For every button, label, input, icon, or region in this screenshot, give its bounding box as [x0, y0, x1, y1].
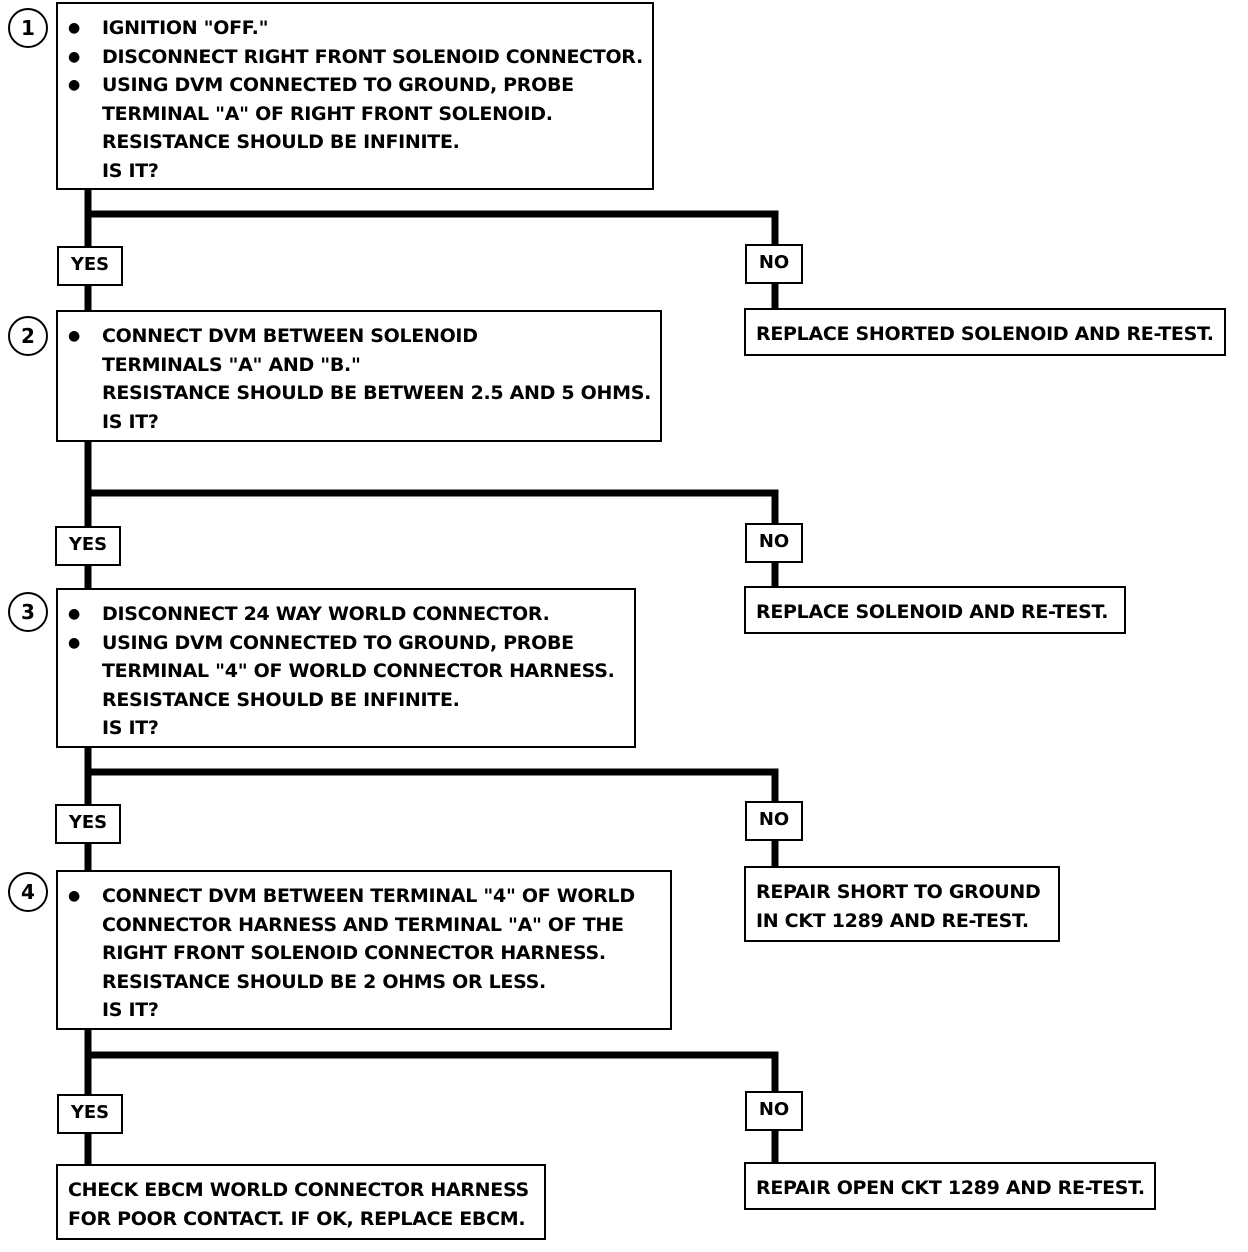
step-1-no-result: REPLACE SHORTED SOLENOID AND RE-TEST. [744, 308, 1226, 356]
step-2-box: CONNECT DVM BETWEEN SOLENOID TERMINALS "… [56, 310, 662, 442]
step-number-badge: 2 [8, 316, 48, 356]
step-2-no-result: REPLACE SOLENOID AND RE-TEST. [744, 586, 1126, 634]
result-line: IN CKT 1289 AND RE-TEST. [756, 909, 1029, 932]
result-line: REPLACE SOLENOID AND RE-TEST. [756, 601, 1109, 623]
yes-label: YES [57, 246, 123, 286]
yes-label: YES [57, 1094, 123, 1134]
step-question: IS IT? [102, 717, 159, 739]
yes-label: YES [55, 804, 121, 844]
step-line: RESISTANCE SHOULD BE 2 OHMS OR LESS. [102, 970, 546, 993]
step-line: CONNECTOR HARNESS AND TERMINAL "A" OF TH… [102, 913, 624, 936]
result-line: REPLACE SHORTED SOLENOID AND RE-TEST. [756, 323, 1214, 345]
step-1-box: IGNITION "OFF." DISCONNECT RIGHT FRONT S… [56, 2, 654, 190]
step-line: RIGHT FRONT SOLENOID CONNECTOR HARNESS. [102, 942, 606, 964]
step-question: IS IT? [102, 999, 159, 1021]
step-line: CONNECT DVM BETWEEN TERMINAL "4" OF WORL… [68, 882, 662, 911]
result-line: REPAIR OPEN CKT 1289 AND RE-TEST. [756, 1177, 1145, 1199]
step-line: IGNITION "OFF." [68, 14, 644, 43]
step-line: DISCONNECT RIGHT FRONT SOLENOID CONNECTO… [68, 43, 644, 72]
step-question: IS IT? [102, 159, 159, 182]
step-question: IS IT? [102, 410, 159, 433]
step-4-no-result: REPAIR OPEN CKT 1289 AND RE-TEST. [744, 1162, 1156, 1210]
step-line: TERMINAL "4" OF WORLD CONNECTOR HARNESS. [102, 660, 615, 682]
no-label: NO [745, 244, 803, 284]
step-line: RESISTANCE SHOULD BE INFINITE. [102, 131, 460, 153]
step-line: USING DVM CONNECTED TO GROUND, PROBE [68, 629, 626, 658]
step-3-box: DISCONNECT 24 WAY WORLD CONNECTOR. USING… [56, 588, 636, 748]
no-label: NO [745, 801, 803, 841]
step-4-yes-result: CHECK EBCM WORLD CONNECTOR HARNESS FOR P… [56, 1164, 546, 1240]
step-4-box: CONNECT DVM BETWEEN TERMINAL "4" OF WORL… [56, 870, 672, 1030]
step-line: RESISTANCE SHOULD BE BETWEEN 2.5 AND 5 O… [102, 382, 652, 404]
result-line: CHECK EBCM WORLD CONNECTOR HARNESS [68, 1179, 529, 1201]
no-label: NO [745, 1091, 803, 1131]
step-line: TERMINAL "A" OF RIGHT FRONT SOLENOID. [102, 102, 553, 125]
result-line: FOR POOR CONTACT. IF OK, REPLACE EBCM. [68, 1207, 526, 1230]
step-line: USING DVM CONNECTED TO GROUND, PROBE [68, 71, 644, 100]
step-number-badge: 1 [8, 8, 48, 48]
yes-label: YES [55, 526, 121, 566]
step-number-badge: 4 [8, 872, 48, 912]
step-line: DISCONNECT 24 WAY WORLD CONNECTOR. [68, 600, 626, 629]
result-line: REPAIR SHORT TO GROUND [756, 881, 1041, 903]
step-line: TERMINALS "A" AND "B." [102, 353, 361, 376]
step-number-badge: 3 [8, 592, 48, 632]
no-label: NO [745, 523, 803, 563]
step-3-no-result: REPAIR SHORT TO GROUND IN CKT 1289 AND R… [744, 866, 1060, 942]
step-line: RESISTANCE SHOULD BE INFINITE. [102, 688, 460, 711]
step-line: CONNECT DVM BETWEEN SOLENOID [68, 322, 652, 351]
